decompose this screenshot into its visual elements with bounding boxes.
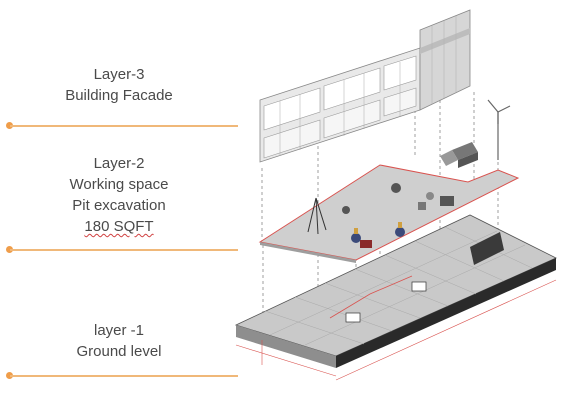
building-facade-layer <box>259 9 471 163</box>
layer-3-divider <box>10 125 238 127</box>
layer-3-label: Layer-3 Building Facade <box>14 64 224 106</box>
layer-1-description: Ground level <box>76 343 162 360</box>
layer-2-line-2: Working space <box>69 176 169 193</box>
layer-2-title: Layer-2 <box>93 155 145 172</box>
equipment-box <box>440 196 454 206</box>
generator-units <box>440 142 478 168</box>
excavation-tripod <box>307 197 327 235</box>
layer-2-label: Layer-2 Working space Pit excavation 180… <box>14 153 224 237</box>
layer-1-marker <box>6 372 13 379</box>
wind-turbine <box>487 99 511 160</box>
ground-level-slab <box>234 214 557 381</box>
layer-2-divider <box>10 249 238 251</box>
layer-2-area: 180 SQFT <box>84 218 154 235</box>
layer-1-label: layer -1 Ground level <box>14 320 224 362</box>
wheelbarrow <box>360 240 372 248</box>
layer-3-marker <box>6 122 13 129</box>
workers <box>342 183 434 243</box>
layer-1-divider <box>10 375 238 377</box>
layer-3-description: Building Facade <box>65 87 173 104</box>
layer-3-title: Layer-3 <box>93 66 145 83</box>
layer-2-marker <box>6 246 13 253</box>
layer-2-line-3: Pit excavation <box>72 197 166 214</box>
pit-opening <box>345 312 361 323</box>
equipment-box <box>418 202 426 210</box>
layer-1-title: layer -1 <box>93 322 145 339</box>
working-space-layer <box>258 99 520 263</box>
pit-opening <box>411 281 427 292</box>
ground-bench <box>470 232 504 265</box>
facade-windows-upper <box>263 55 417 131</box>
